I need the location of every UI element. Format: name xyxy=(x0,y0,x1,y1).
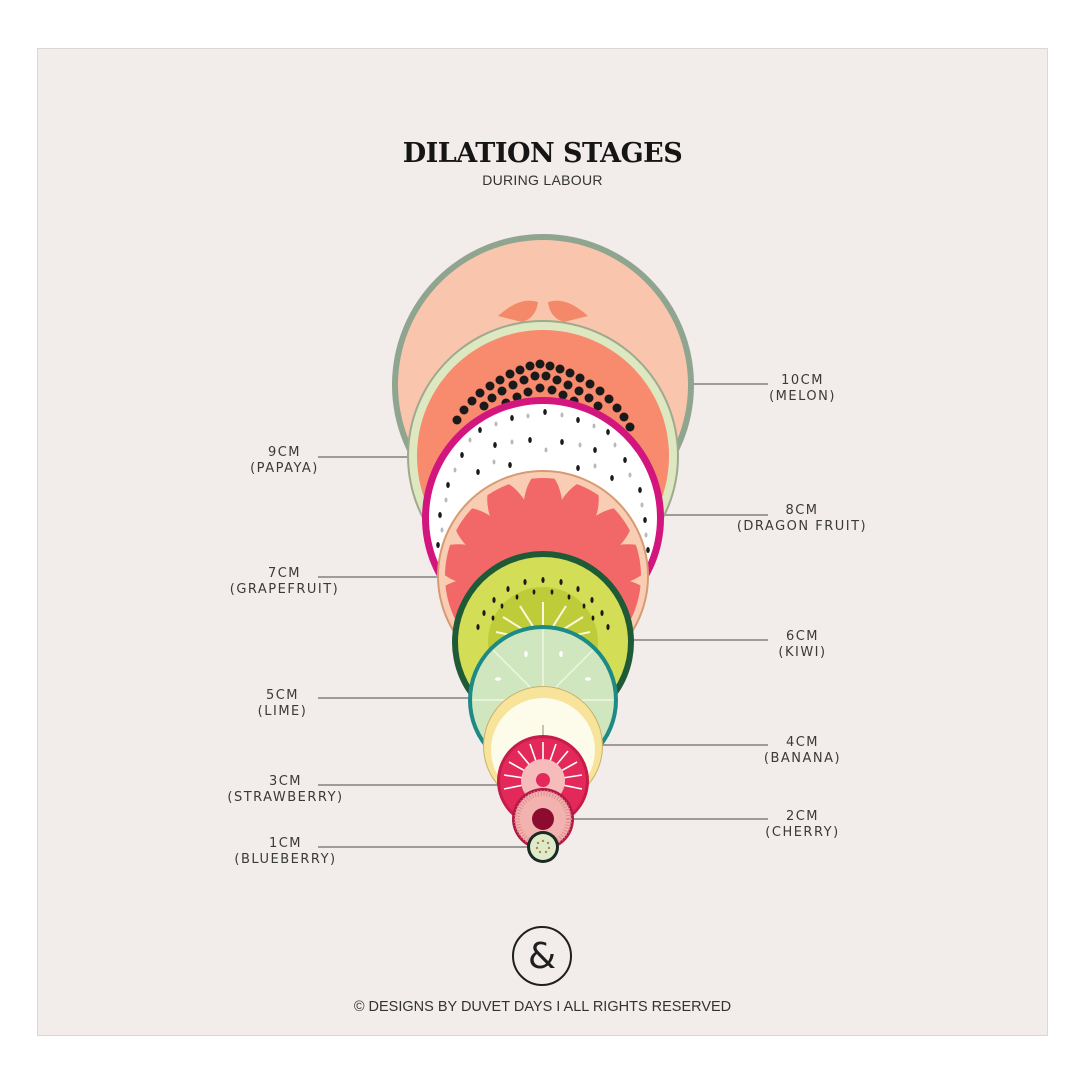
label-5cm-lime: 5CM (LIME) xyxy=(240,688,325,720)
logo-glyph: & xyxy=(527,935,557,977)
label-6cm-kiwi: 6CM (KIWI) xyxy=(760,629,845,661)
label-2cm-cherry: 2CM (CHERRY) xyxy=(750,809,855,841)
ampersand-logo-icon: & xyxy=(512,926,572,986)
label-3cm-strawberry: 3CM (STRAWBERRY) xyxy=(208,774,363,806)
label-fruit: (PAPAYA) xyxy=(250,461,319,476)
label-7cm-grapefruit: 7CM (GRAPEFRUIT) xyxy=(212,566,357,598)
label-fruit: (GRAPEFRUIT) xyxy=(229,582,340,597)
label-9cm-papaya: 9CM (PAPAYA) xyxy=(232,445,337,477)
label-cm: 6CM xyxy=(785,629,820,644)
cherry-icon xyxy=(512,788,574,850)
label-cm: 5CM xyxy=(265,688,300,703)
label-cm: 1CM xyxy=(268,836,303,851)
label-fruit: (LIME) xyxy=(257,704,308,719)
label-cm: 8CM xyxy=(785,503,819,518)
label-cm: 9CM xyxy=(267,445,302,460)
label-fruit: (STRAWBERRY) xyxy=(227,790,344,805)
leader-lines xyxy=(318,383,768,848)
label-fruit: (DRAGON FRUIT) xyxy=(736,519,868,534)
label-cm: 7CM xyxy=(267,566,302,581)
label-cm: 10CM xyxy=(781,373,824,388)
label-cm: 3CM xyxy=(268,774,303,789)
page-subtitle: DURING LABOUR xyxy=(482,172,603,188)
page-title: DILATION STAGES xyxy=(402,138,683,169)
label-fruit: (MELON) xyxy=(769,389,836,404)
label-cm: 2CM xyxy=(785,809,820,824)
blueberry-icon xyxy=(527,831,559,863)
label-fruit: (CHERRY) xyxy=(765,825,840,840)
label-4cm-banana: 4CM (BANANA) xyxy=(750,735,855,767)
label-fruit: (KIWI) xyxy=(778,645,827,660)
label-10cm-melon: 10CM (MELON) xyxy=(760,373,845,405)
label-fruit: (BLUEBERRY) xyxy=(234,852,337,867)
label-8cm-dragon-fruit: 8CM (DRAGON FRUIT) xyxy=(722,503,882,535)
label-cm: 4CM xyxy=(785,735,820,750)
label-1cm-blueberry: 1CM (BLUEBERRY) xyxy=(218,836,353,868)
footer-copyright: © DESIGNS BY DUVET DAYS I ALL RIGHTS RES… xyxy=(353,999,732,1015)
label-fruit: (BANANA) xyxy=(763,751,842,766)
